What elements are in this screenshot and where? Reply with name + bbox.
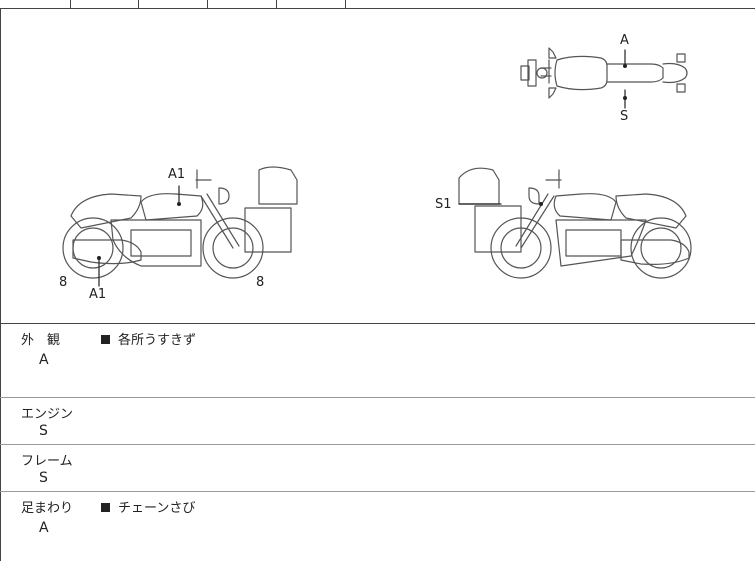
- right-side-motorcycle: [458, 167, 692, 279]
- damage-diagram-panel: A S A1 A1 8 8 S1: [0, 8, 755, 324]
- row-separator: [0, 444, 755, 445]
- section-grade: S: [39, 470, 48, 486]
- bullet-square-icon: [101, 335, 110, 344]
- row-separator: [0, 397, 755, 398]
- label-lower-a1: A1: [89, 287, 106, 302]
- table-cell-divider: [138, 0, 139, 8]
- section-label: 外 観: [21, 333, 61, 348]
- section-label: エンジン: [21, 407, 74, 422]
- section-note: 各所うすきず: [101, 329, 196, 348]
- label-top-s: S: [620, 109, 628, 124]
- section-label: フレーム: [21, 454, 73, 469]
- label-front-8: 8: [59, 275, 67, 290]
- table-cell-divider: [207, 0, 208, 8]
- section-grade: A: [39, 520, 49, 536]
- label-top-a: A: [620, 33, 629, 48]
- table-cell-divider: [276, 0, 277, 8]
- left-side-motorcycle: [62, 166, 298, 279]
- section-frame: フレーム S: [0, 445, 755, 491]
- label-rear-8: 8: [256, 275, 264, 290]
- bullet-square-icon: [101, 503, 110, 512]
- top-table-strip: [0, 0, 755, 9]
- row-separator: [0, 491, 755, 492]
- label-s1: S1: [435, 197, 452, 212]
- table-cell-divider: [345, 0, 346, 8]
- table-cell-divider: [70, 0, 71, 8]
- section-grade: S: [39, 423, 48, 439]
- label-tank-a1: A1: [168, 167, 185, 182]
- section-exterior: 外 観 各所うすきず A: [0, 324, 755, 397]
- top-view-motorcycle: [520, 47, 688, 99]
- section-suspension: 足まわり チェーンさび A: [0, 492, 755, 561]
- section-engine: エンジン S: [0, 398, 755, 444]
- motorcycle-diagram: A S A1 A1 8 8 S1: [59, 33, 692, 302]
- section-grade: A: [39, 352, 49, 368]
- section-note: チェーンさび: [101, 497, 195, 516]
- section-label: 足まわり: [21, 501, 74, 516]
